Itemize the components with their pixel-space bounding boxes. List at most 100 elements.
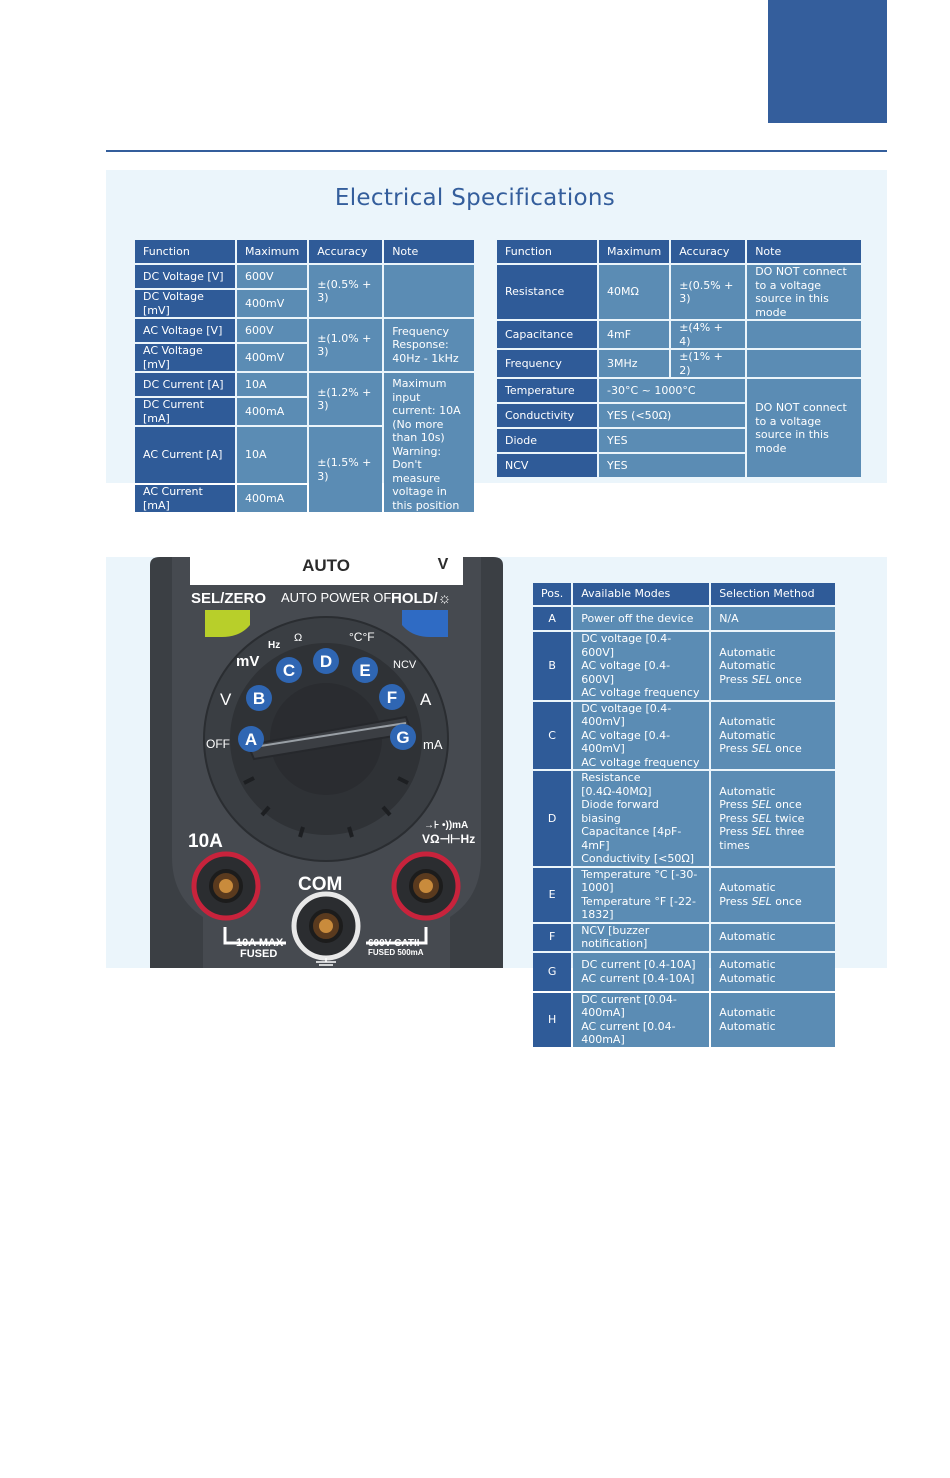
note-cell: Maximum input current: 10A (No more than… bbox=[384, 373, 475, 512]
position-badge-a[interactable]: A bbox=[238, 726, 264, 752]
dial-ticks bbox=[243, 776, 409, 838]
auto-power-off-label: AUTO POWER OFF bbox=[281, 590, 399, 605]
maximum-cell: 10A bbox=[237, 427, 308, 483]
table-row: AC Voltage [mV] 400mV bbox=[135, 344, 474, 371]
dial-label-ncv: NCV bbox=[393, 659, 417, 671]
mode-line: DC current [0.4-10A] bbox=[581, 958, 696, 971]
position-badge-b[interactable]: B bbox=[246, 685, 272, 711]
lcd-display bbox=[190, 557, 463, 585]
jack-vohm[interactable] bbox=[391, 851, 461, 921]
fuse-right-sublabel: FUSED 500mA bbox=[368, 948, 424, 957]
method-line: Press SEL once bbox=[719, 672, 802, 686]
method-line: Press SEL once bbox=[719, 742, 802, 755]
dial-label-hz: Hz bbox=[268, 640, 280, 651]
dial-label-aac: A bbox=[420, 690, 432, 709]
hold-button[interactable] bbox=[402, 610, 448, 637]
table-row: Conductivity YES (<50Ω) bbox=[497, 404, 861, 427]
table-row: DC Current [A] 10A ±(1.2% + 3) Maximum i… bbox=[135, 373, 475, 512]
function-cell: DC Current [A] bbox=[135, 373, 235, 396]
modes-cell: Temperature °C [-30-1000]Temperature °F … bbox=[573, 867, 710, 922]
table-row: DC Current [mA] 400mA bbox=[135, 398, 474, 425]
fuse-bracket-right bbox=[366, 927, 428, 945]
corner-tab bbox=[768, 0, 887, 123]
pos-cell: E bbox=[533, 867, 572, 922]
fuse-left-sublabel: FUSED bbox=[240, 948, 277, 960]
mode-line: AC current [0.4-10A] bbox=[581, 971, 695, 985]
col-maximum: Maximum bbox=[599, 240, 670, 263]
dial-label-vac: V bbox=[220, 690, 232, 709]
fuse-right-label: 600V CATII bbox=[368, 938, 420, 949]
method-line: Press SEL twice bbox=[719, 811, 805, 825]
badge-label: D bbox=[320, 652, 332, 671]
mode-line: AC voltage [0.4-400mV] bbox=[581, 728, 671, 756]
position-badge-c[interactable]: C bbox=[276, 657, 302, 683]
function-cell: AC Current [mA] bbox=[135, 485, 235, 512]
position-badge-d[interactable]: D bbox=[313, 648, 339, 674]
method-line: Automatic bbox=[719, 930, 776, 944]
accuracy-cell: ±(0.5% + 3) bbox=[671, 265, 746, 319]
modes-cell: DC voltage [0.4-600V]AC voltage [0.4-600… bbox=[573, 632, 710, 700]
accuracy-cell: ±(1% + 2) bbox=[671, 350, 746, 377]
function-cell: DC Voltage [mV] bbox=[135, 290, 235, 317]
method-line: Automatic bbox=[719, 1019, 776, 1033]
table-row: AC Voltage [V] 600V ±(1.0% + 3) Frequenc… bbox=[135, 319, 475, 371]
method-line: Automatic bbox=[719, 784, 776, 798]
col-function: Function bbox=[135, 240, 235, 263]
maximum-cell: -30°C ~ 1000°C bbox=[599, 379, 746, 402]
function-cell: NCV bbox=[497, 454, 597, 477]
position-badge-f[interactable]: F bbox=[379, 684, 405, 710]
method-line: Press SEL three times bbox=[719, 825, 805, 852]
position-badge-e[interactable]: E bbox=[352, 657, 378, 683]
maximum-cell: 3MHz bbox=[599, 350, 670, 377]
jack-com-label: COM bbox=[298, 874, 342, 895]
method-line: Automatic bbox=[719, 1006, 776, 1019]
sel-zero-button[interactable] bbox=[205, 610, 250, 637]
modes-cell: DC current [0.04-400mA]AC current [0.04-… bbox=[573, 992, 710, 1047]
spec-title: Electrical Specifications bbox=[334, 185, 616, 211]
pos-cell: G bbox=[533, 952, 572, 991]
header-rule bbox=[106, 150, 887, 152]
table-row: AC Current [A] 10A ±(1.5% + 3) bbox=[135, 427, 474, 512]
badge-label: C bbox=[283, 661, 295, 680]
method-line: N/A bbox=[719, 611, 739, 625]
note-cell bbox=[747, 350, 862, 377]
function-cell: AC Voltage [mV] bbox=[135, 344, 235, 371]
pos-cell: C bbox=[533, 701, 572, 769]
table-row: G DC current [0.4-10A]AC current [0.4-10A… bbox=[533, 952, 836, 991]
jack-10a[interactable] bbox=[191, 851, 261, 921]
method-cell: N/A bbox=[711, 607, 836, 630]
mode-line: Temperature °F [-22-1832] bbox=[581, 894, 696, 922]
method-line: Automatic bbox=[719, 715, 776, 728]
function-cell: Resistance bbox=[497, 265, 597, 319]
mode-line: AC current [0.04-400mA] bbox=[581, 1019, 676, 1047]
mode-line: DC voltage [0.4-600V] bbox=[581, 632, 672, 659]
jack-com[interactable] bbox=[291, 891, 361, 961]
method-line: Automatic bbox=[719, 971, 776, 985]
mode-line: DC voltage [0.4-400mV] bbox=[581, 701, 672, 729]
mode-line: NCV [buzzer notification] bbox=[581, 923, 650, 951]
note-cell bbox=[747, 321, 862, 348]
col-available-modes: Available Modes bbox=[573, 583, 710, 605]
position-badge-g[interactable]: G bbox=[390, 724, 416, 750]
spec-table-left: Function Maximum Accuracy Note DC Voltag… bbox=[133, 238, 476, 514]
table-row: Diode YES bbox=[497, 429, 861, 452]
spec-table-right: Function Maximum Accuracy Note Resistanc… bbox=[495, 238, 863, 479]
method-line: Press SEL once bbox=[719, 894, 802, 908]
sel-zero-label: SEL/ZERO bbox=[191, 590, 266, 607]
jack-10a-label: 10A bbox=[188, 831, 223, 852]
table-row: AC Current [mA] 400mA bbox=[135, 485, 474, 512]
badge-label: A bbox=[245, 730, 257, 749]
badge-label: G bbox=[396, 728, 409, 747]
note-cell: DO NOT connect to a voltage source in th… bbox=[747, 265, 862, 319]
mode-line: DC current [0.04-400mA] bbox=[581, 992, 677, 1020]
table-row: Capacitance 4mF ±(4% + 4) bbox=[497, 321, 862, 348]
mode-line: AC voltage frequency bbox=[581, 755, 700, 769]
function-cell: AC Voltage [V] bbox=[135, 319, 235, 342]
